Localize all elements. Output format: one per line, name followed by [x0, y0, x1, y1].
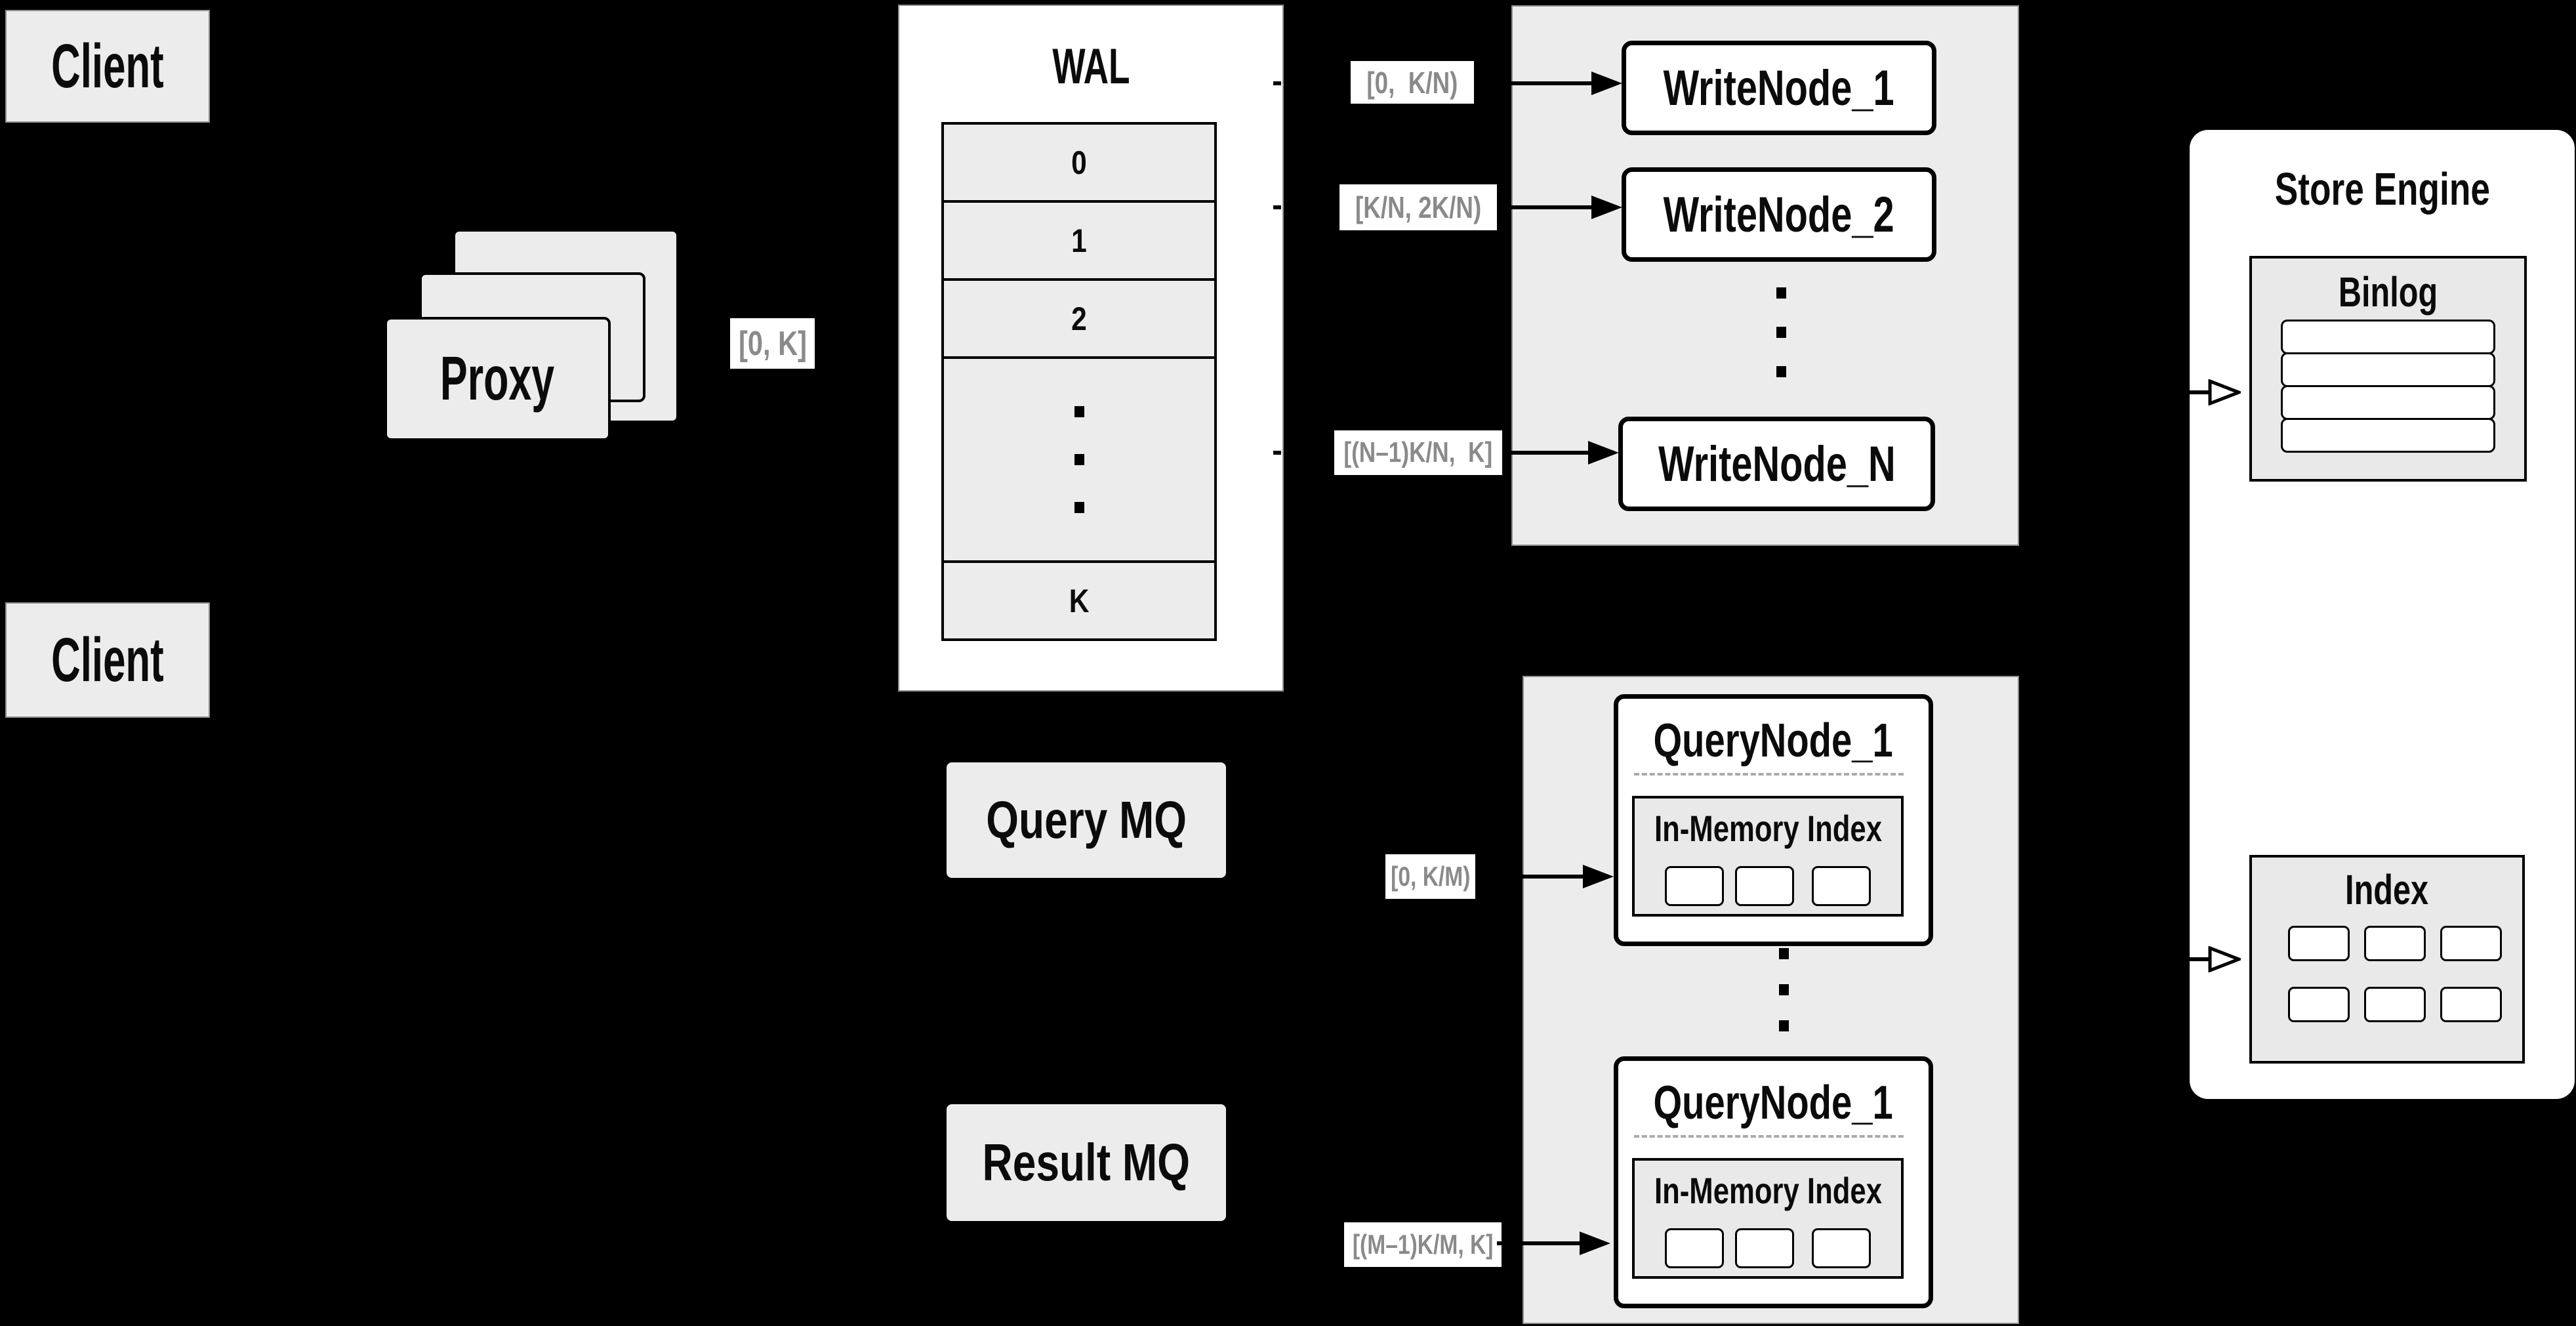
query-mq-label: Query MQ [986, 791, 1187, 849]
index-box: Index [2249, 855, 2525, 1064]
range-label-write-n: [(N–1)K/N, K] [1334, 430, 1502, 475]
binlog-row [2281, 418, 2495, 453]
client-top-label: Client [51, 31, 164, 101]
wal-row: 0 [941, 122, 1217, 203]
wal-row: K [941, 560, 1217, 641]
store-engine-title: Store Engine [2274, 163, 2490, 215]
range-label-write-2: [K/N, 2K/N) [1339, 184, 1497, 230]
index-cell [2440, 987, 2502, 1022]
query-mq-box: Query MQ [947, 762, 1226, 878]
index-cell [2364, 926, 2426, 961]
range-label-query-m: [(M–1)K/M, K] [1344, 1222, 1502, 1267]
write-node-n-label: WriteNode_N [1658, 436, 1896, 492]
store-engine-title-area: Store Engine [2190, 150, 2575, 228]
wal-title-area: WAL [899, 22, 1282, 111]
vertical-ellipsis-icon [1776, 287, 1786, 377]
index-cell [2440, 926, 2502, 961]
wal-connector-stub [1273, 81, 1281, 85]
vertical-ellipsis-icon [1074, 406, 1084, 513]
proxy-card-front: Proxy [384, 317, 611, 441]
open-arrowhead-icon [2208, 946, 2241, 972]
proxy-label: Proxy [440, 344, 555, 413]
range-label-write-2-text: [K/N, 2K/N) [1355, 190, 1482, 224]
range-label-proxy-out-text: [0, K] [738, 324, 807, 363]
wal-row-label-k: K [1069, 582, 1090, 619]
range-label-query-1-text: [0, K/M) [1390, 861, 1471, 892]
query-node-m: QueryNode_1 In-Memory Index [1614, 1056, 1933, 1308]
binlog-title: Binlog [2338, 268, 2438, 316]
range-label-proxy-out: [0, K] [730, 318, 815, 369]
wal-table: 0 1 2 K [941, 122, 1217, 641]
segment-cell [1735, 1228, 1794, 1268]
binlog-row [2281, 320, 2495, 354]
arrowhead-icon [1591, 72, 1622, 95]
wal-row-ellipsis [941, 356, 1217, 563]
range-label-write-1: [0, K/N) [1351, 61, 1474, 104]
arrowhead-icon [1580, 1232, 1610, 1255]
result-mq-box: Result MQ [947, 1104, 1226, 1221]
binlog-row [2281, 352, 2495, 387]
store-engine-box: Store Engine Binlog Index [2190, 130, 2575, 1099]
wal-title: WAL [1052, 39, 1130, 94]
write-node-1: WriteNode_1 [1622, 41, 1936, 135]
result-mq-label: Result MQ [982, 1133, 1191, 1191]
index-cell [2364, 987, 2426, 1022]
query-node-1-title: QueryNode_1 [1653, 715, 1894, 767]
in-memory-index-box: In-Memory Index [1632, 796, 1904, 917]
arrowhead-icon [1591, 196, 1622, 219]
write-node-2-label: WriteNode_2 [1663, 186, 1894, 243]
query-node-m-title: QueryNode_1 [1653, 1077, 1894, 1129]
arrowhead-icon [1583, 865, 1614, 888]
client-box-top: Client [5, 10, 210, 123]
query-node-1: QueryNode_1 In-Memory Index [1614, 694, 1933, 946]
wal-connector-stub [1273, 451, 1281, 455]
index-cell [2288, 987, 2350, 1022]
range-label-write-1-text: [0, K/N) [1366, 65, 1458, 100]
segment-cell [1665, 866, 1724, 906]
wal-connector-stub [1273, 205, 1281, 209]
index-cell [2288, 926, 2350, 961]
arrowhead-icon [1588, 441, 1619, 465]
client-box-bottom: Client [5, 602, 210, 718]
client-bottom-label: Client [51, 625, 164, 695]
dashed-divider [1634, 1135, 1904, 1138]
wal-row: 1 [941, 200, 1217, 281]
range-label-query-1: [0, K/M) [1385, 854, 1475, 899]
segment-cell [1812, 1228, 1871, 1268]
write-node-n: WriteNode_N [1618, 417, 1935, 511]
segment-cell [1735, 866, 1794, 906]
wal-box: WAL 0 1 2 K [898, 5, 1284, 692]
binlog-rows [2281, 320, 2495, 453]
in-memory-index-title: In-Memory Index [1654, 1169, 1882, 1211]
proxy-stack: Proxy [384, 229, 679, 441]
wal-row-label-0: 0 [1071, 144, 1087, 181]
index-title: Index [2345, 865, 2429, 913]
in-memory-index-box: In-Memory Index [1632, 1158, 1904, 1279]
write-node-1-label: WriteNode_1 [1663, 60, 1894, 116]
dashed-divider [1634, 773, 1904, 776]
binlog-row [2281, 385, 2495, 420]
wal-row-label-2: 2 [1071, 300, 1087, 337]
open-arrowhead-icon [2208, 379, 2241, 405]
write-node-2: WriteNode_2 [1622, 167, 1936, 262]
segment-cell [1812, 866, 1871, 906]
segment-cell [1665, 1228, 1724, 1268]
vertical-ellipsis-icon [1779, 948, 1789, 1031]
range-label-write-n-text: [(N–1)K/N, K] [1343, 436, 1493, 468]
wal-row-label-1: 1 [1071, 222, 1087, 259]
wal-row: 2 [941, 278, 1217, 359]
binlog-box: Binlog [2249, 256, 2527, 482]
range-label-query-m-text: [(M–1)K/M, K] [1352, 1229, 1494, 1260]
in-memory-index-title: In-Memory Index [1654, 807, 1882, 849]
